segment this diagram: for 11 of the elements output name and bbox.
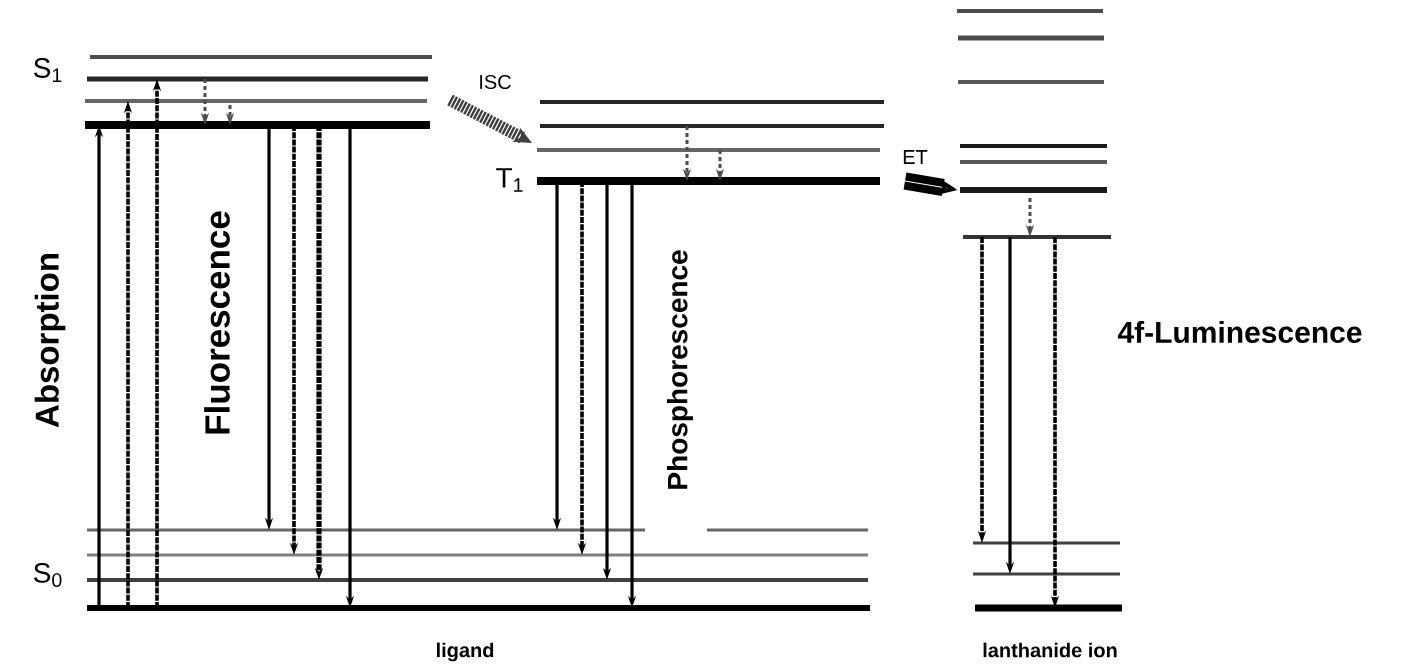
process-label: Fluorescence	[204, 211, 230, 434]
axis-caption: ligand	[437, 642, 494, 662]
level-label: S$_{0}$	[34, 562, 62, 587]
process-label: Phosphorescence	[666, 250, 694, 489]
process-label: ISC	[480, 74, 511, 90]
process-label: 4f-Luminescence	[1117, 321, 1362, 343]
process-label: Absorption	[34, 254, 66, 428]
level-label: T$_{1}$	[496, 168, 523, 192]
process-label: ET	[903, 150, 928, 164]
level-label: S$_{1}$	[34, 58, 62, 82]
axis-caption: lanthanide ion	[983, 642, 1117, 658]
